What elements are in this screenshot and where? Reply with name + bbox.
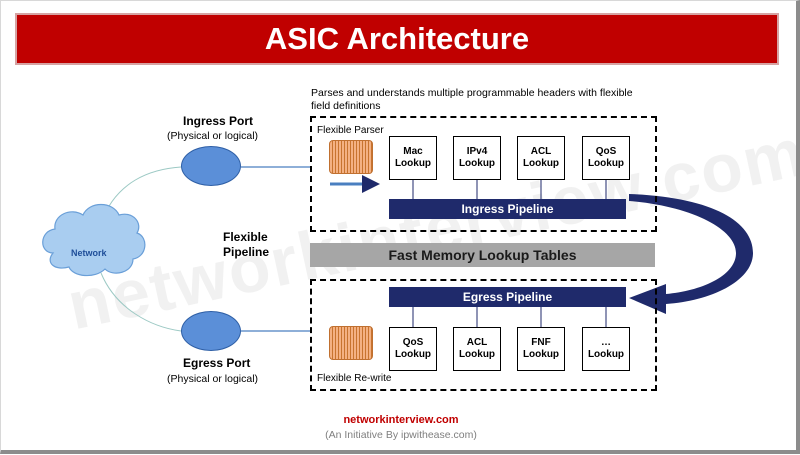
lookup-suffix: Lookup (522, 349, 560, 360)
lookup-name: Mac (403, 146, 423, 157)
egress-port-subtitle: (Physical or logical) (167, 373, 259, 385)
lookup-suffix: Lookup (587, 349, 625, 360)
ingress-port-subtitle: (Physical or logical) (167, 130, 259, 142)
lookup-acl: ACL Lookup (517, 136, 565, 180)
egress-lookup-qos: QoS Lookup (389, 327, 437, 371)
pipeline-flow-arrow (629, 194, 753, 314)
parser-note-line-2: field definitions (311, 100, 381, 112)
flexible-parser-label: Flexible Parser (317, 125, 384, 136)
ingress-port-title: Ingress Port (183, 114, 254, 128)
lookup-name: ACL (466, 337, 488, 348)
lookup-name: … (601, 337, 611, 348)
lookup-name: ACL (530, 146, 552, 157)
diagram-title: ASIC Architecture (15, 13, 779, 65)
cloud-to-egress-curve (100, 272, 182, 332)
egress-port-ellipse (181, 311, 241, 351)
lookup-ipv4: IPv4 Lookup (453, 136, 501, 180)
flexible-pipeline-line-2: Pipeline (223, 245, 270, 259)
egress-lookup-more: … Lookup (582, 327, 630, 371)
egress-rewrite-box (310, 279, 657, 391)
footer-site: networkinterview.com (343, 414, 459, 426)
flexible-rewrite-label: Flexible Re-write (317, 373, 392, 384)
lookup-suffix: Lookup (458, 158, 496, 169)
ingress-parser-box (310, 116, 657, 232)
fast-memory-lookup-tables: Fast Memory Lookup Tables (310, 243, 655, 267)
ingress-port-ellipse (181, 146, 241, 186)
egress-pipeline-bar: Egress Pipeline (389, 287, 626, 307)
lookup-suffix: Lookup (394, 158, 432, 169)
flexible-pipeline-line-1: Flexible (223, 230, 268, 244)
network-cloud (42, 203, 146, 277)
lookup-name: IPv4 (466, 146, 488, 157)
parser-note-line-1: Parses and understands multiple programm… (311, 87, 633, 99)
lookup-name: FNF (531, 337, 551, 348)
lookup-suffix: Lookup (458, 349, 496, 360)
lookup-suffix: Lookup (394, 349, 432, 360)
lookup-suffix: Lookup (587, 158, 625, 169)
rewrite-block (329, 326, 373, 360)
ingress-pipeline-bar: Ingress Pipeline (389, 199, 626, 219)
egress-lookup-acl: ACL Lookup (453, 327, 501, 371)
lookup-mac: Mac Lookup (389, 136, 437, 180)
lookup-name: QoS (595, 146, 617, 157)
network-label: Network (71, 248, 107, 258)
parser-block (329, 140, 373, 174)
lookup-qos: QoS Lookup (582, 136, 630, 180)
egress-lookup-fnf: FNF Lookup (517, 327, 565, 371)
lookup-suffix: Lookup (522, 158, 560, 169)
egress-port-title: Egress Port (183, 356, 251, 370)
footer-subtitle: (An Initiative By ipwithease.com) (325, 429, 477, 441)
lookup-name: QoS (402, 337, 424, 348)
